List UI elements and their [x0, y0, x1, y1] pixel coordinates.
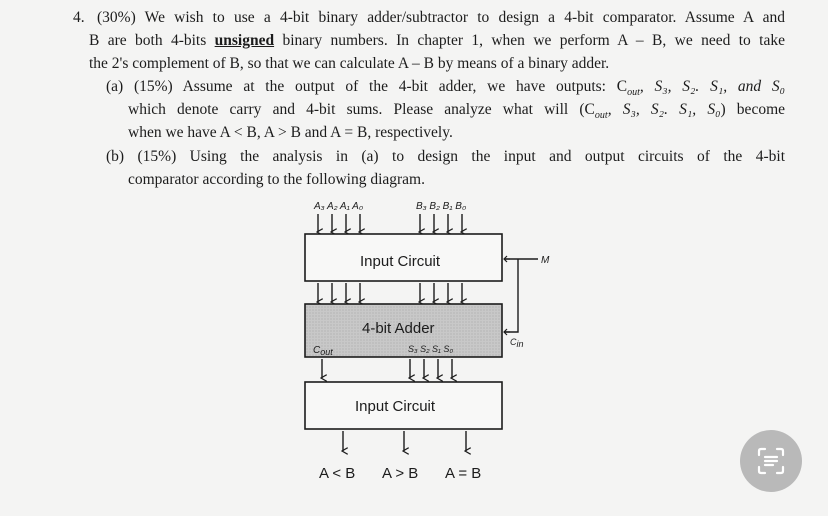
- problem-line-2: B are both 4-bits unsigned binary number…: [89, 32, 785, 49]
- four-bit-adder-block: [304, 303, 503, 358]
- output-a-less-b: A < B: [319, 465, 355, 482]
- b-inputs-label: B₃ B₂ B₁ B₀: [416, 201, 466, 212]
- text-scan-button[interactable]: [740, 430, 802, 492]
- adder-input-arrows: [318, 283, 462, 302]
- a-input-arrows: [318, 214, 360, 232]
- part-a-line-1: (a) (15%) Assume at the output of the 4-…: [106, 78, 785, 99]
- problem-number: 4.: [73, 9, 85, 26]
- output-a-equal-b: A = B: [445, 465, 481, 482]
- unsigned-word: unsigned: [214, 32, 275, 49]
- adder-output-arrows: [322, 359, 452, 378]
- top-input-circuit-label: Input Circuit: [360, 253, 441, 270]
- bottom-input-circuit-label: Input Circuit: [355, 398, 436, 415]
- part-a-line-3: when we have A < B, A > B and A = B, res…: [128, 124, 453, 141]
- text-scan-icon: [757, 447, 785, 475]
- cin-feedback-line: [503, 259, 519, 336]
- a-inputs-label: A₃ A₂ A₁ A₀: [313, 201, 363, 212]
- problem-line-3: the 2's complement of B, so that we can …: [89, 55, 610, 72]
- cout-label: Cout: [313, 345, 333, 357]
- comparator-output-arrows: [343, 431, 466, 451]
- bottom-input-circuit-block: [304, 381, 503, 430]
- m-label: M: [541, 255, 550, 266]
- top-input-circuit-block: [304, 233, 503, 282]
- part-a-line-2: which denote carry and 4-bit sums. Pleas…: [128, 101, 786, 122]
- part-b-line-1: (b) (15%) Using the analysis in (a) to d…: [106, 148, 785, 165]
- problem-line-1: (30%) We wish to use a 4-bit binary adde…: [97, 9, 785, 26]
- part-b-line-2: comparator according to the following di…: [128, 171, 425, 188]
- output-a-greater-b: A > B: [382, 465, 418, 482]
- b-input-arrows: [420, 214, 462, 232]
- sum-outputs-label: S₃ S₂ S₁ S₀: [408, 344, 453, 354]
- adder-label: 4-bit Adder: [362, 320, 435, 337]
- cin-label: Cin: [510, 337, 524, 349]
